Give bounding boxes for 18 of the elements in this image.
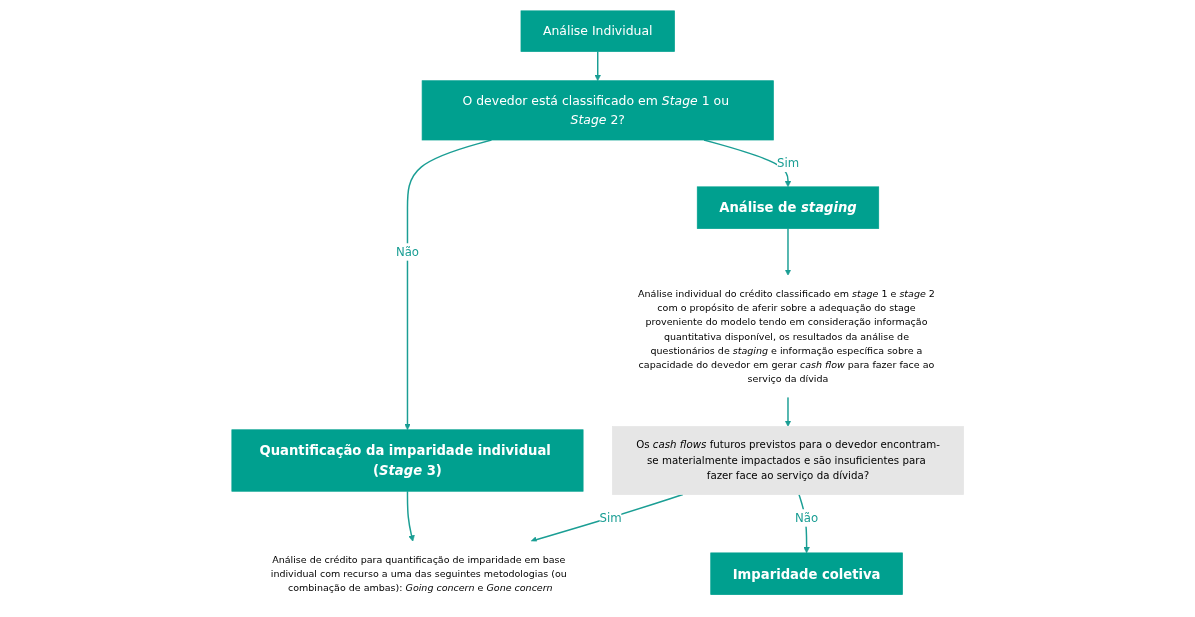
arrow bbox=[784, 227, 791, 276]
node-box: Quantificação da imparidade individual (Stage 3) bbox=[231, 429, 584, 492]
edge-label: Sim bbox=[599, 510, 622, 525]
arrow bbox=[406, 490, 415, 542]
arrow bbox=[798, 493, 810, 554]
arrow bbox=[530, 493, 684, 543]
node-box: Imparidade coletiva bbox=[710, 552, 903, 595]
node-box: Análise de staging bbox=[696, 186, 879, 229]
edge-label: Não bbox=[395, 244, 419, 259]
edge-label: Não bbox=[794, 510, 818, 525]
node-box: Análise Individual bbox=[520, 10, 675, 52]
node-text: Análise individual do crédito classificado em stage 1 e stage 2 com o propósito de aferir sobre a adequação do stage proveniente do modelo tendo em consideração informação quantitativa disponível, os resultados da análise de questionários de staging e informação específica sobre a capacidade do devedor em gerar cash flow para fazer face ao serviço da dívida bbox=[637, 287, 935, 385]
node-box: O devedor está classificado em Stage 1 ou Stage 2? bbox=[421, 80, 774, 141]
edge-label: Sim bbox=[776, 156, 799, 171]
node-text: Análise de crédito para quantificação de imparidade em base individual com recurso a uma das seguintes metodologias (ou combinação de ambas): Going concern e Gone concern bbox=[270, 553, 567, 594]
node-box: Os cash flows futuros previstos para o devedor encontram-se materialmente impactados e são insuficientes para fazer face ao serviço da dívida? bbox=[611, 426, 964, 495]
arrow bbox=[784, 396, 791, 427]
arrow bbox=[594, 50, 601, 82]
